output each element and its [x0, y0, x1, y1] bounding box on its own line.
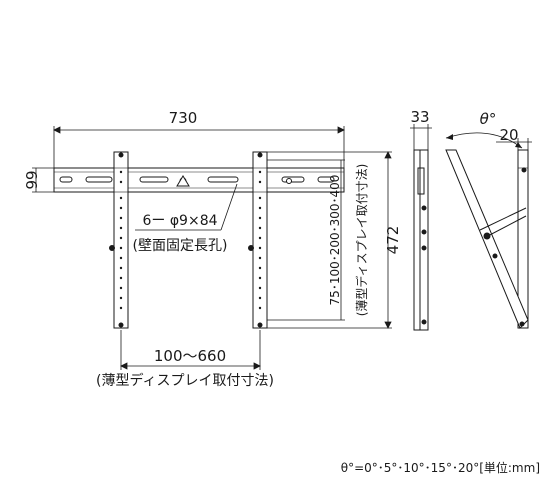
height-label: 66 [22, 170, 40, 189]
center-mark [176, 175, 190, 187]
right-arm [252, 151, 268, 329]
width-label: 730 [169, 109, 198, 127]
side-view-vertical [410, 124, 432, 331]
arm-note-label: (薄型ディスプレイ取付寸法) [96, 372, 274, 389]
vesa-note-label: (薄型ディスプレイ取付寸法) [354, 164, 369, 317]
arm-spacing-label: 100〜660 [154, 347, 226, 365]
hole-spec-label: 6ー φ9×84 [142, 213, 217, 229]
vesa-pitch-label: 75･100･200･300･400 [328, 175, 342, 306]
rail-holes [59, 176, 335, 185]
side-view-tilted [445, 132, 532, 329]
depth-label: 33 [410, 108, 429, 126]
tilt-offset-label: 20 [499, 126, 518, 144]
hole-note-label: (壁面固定長孔) [133, 238, 228, 254]
tv-height-label: 472 [384, 226, 402, 255]
front-view [53, 151, 345, 329]
tilt-angle-label: θ° [480, 110, 497, 128]
left-arm [113, 151, 129, 329]
dimension-lines [32, 126, 392, 370]
right-arm-holes [258, 170, 262, 310]
footer-angles: θ°=0°･5°･10°･15°･20°[単位:mm] [341, 460, 540, 475]
left-arm-holes [119, 170, 123, 310]
